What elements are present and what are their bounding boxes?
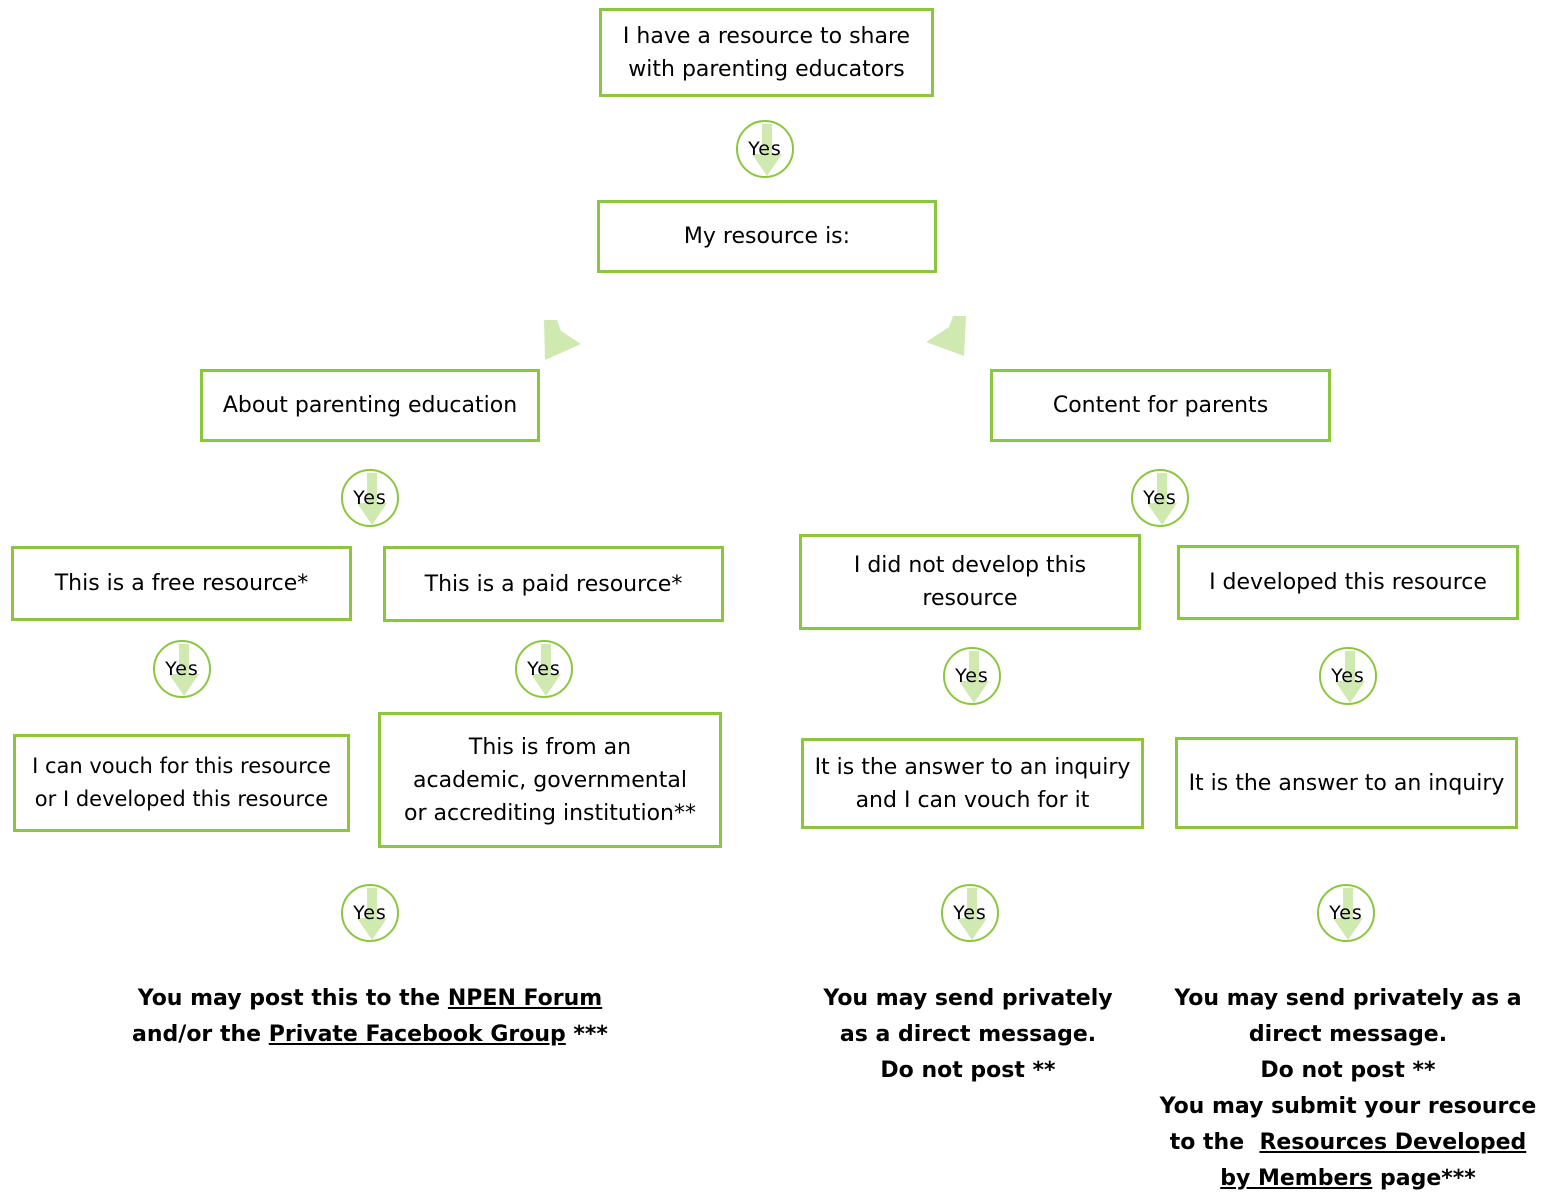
yes-connector-paid: Yes xyxy=(515,640,573,698)
box-did-not-develop-line-1: I did not develop this xyxy=(853,553,1087,578)
yes-connector-root: Yes xyxy=(736,120,794,178)
arrow-down-icon xyxy=(1147,473,1177,525)
by-members-link[interactable]: by Members xyxy=(1220,1166,1373,1191)
yes-connector-did-not-develop: Yes xyxy=(943,647,1001,705)
arrow-down-icon xyxy=(1333,888,1363,940)
yes-label: Yes xyxy=(1143,487,1177,509)
box-academic-institution: This is from an academic, governmental o… xyxy=(378,712,722,848)
outcome-private-line-1: You may send privately xyxy=(823,986,1113,1011)
outcome-post-line-1: You may post this to the NPEN Forum xyxy=(70,981,670,1017)
box-my-resource-is-label: My resource is: xyxy=(683,224,851,249)
box-vouch-line-2: or I developed this resource xyxy=(34,787,329,811)
npen-forum-link[interactable]: NPEN Forum xyxy=(447,986,603,1011)
box-content-for-parents: Content for parents xyxy=(990,369,1331,442)
yes-label: Yes xyxy=(527,658,561,680)
arrow-down-right-icon xyxy=(926,316,966,356)
outcome-submit-line-2: direct message. xyxy=(1248,1022,1448,1047)
box-vouch-line-1: I can vouch for this resource xyxy=(32,754,331,778)
box-root: I have a resource to share with parentin… xyxy=(599,8,934,97)
arrow-down-icon xyxy=(957,888,987,940)
outcome-post-text-3: *** xyxy=(565,1022,608,1047)
yes-label: Yes xyxy=(165,658,199,680)
arrow-down-icon xyxy=(357,473,387,525)
outcome-submit-line-4: You may submit your resource xyxy=(1159,1094,1537,1119)
outcome-submit: You may send privately as a direct messa… xyxy=(1150,981,1545,1197)
yes-connector-right-outcome: Yes xyxy=(1317,884,1375,942)
outcome-submit-line-1: You may send privately as a xyxy=(1174,986,1522,1011)
box-inquiry: It is the answer to an inquiry xyxy=(1175,737,1518,829)
outcome-private: You may send privately as a direct messa… xyxy=(795,981,1141,1089)
box-developed-resource: I developed this resource xyxy=(1177,545,1519,620)
yes-label: Yes xyxy=(953,902,987,924)
arrow-down-icon xyxy=(752,124,782,176)
yes-label: Yes xyxy=(1331,665,1365,687)
outcome-submit-line-6: by Members page*** xyxy=(1150,1161,1545,1197)
yes-connector-free: Yes xyxy=(153,640,211,698)
box-free-resource-label: This is a free resource* xyxy=(54,571,309,596)
yes-label: Yes xyxy=(353,487,387,509)
arrow-down-icon xyxy=(959,651,989,703)
box-developed-resource-label: I developed this resource xyxy=(1209,570,1487,595)
box-did-not-develop-line-2: resource xyxy=(922,586,1018,611)
yes-label: Yes xyxy=(748,138,782,160)
yes-connector-middle-outcome: Yes xyxy=(941,884,999,942)
box-inquiry-vouch: It is the answer to an inquiry and I can… xyxy=(801,738,1144,829)
box-my-resource-is: My resource is: xyxy=(597,200,937,273)
outcome-submit-line-3: Do not post ** xyxy=(1260,1058,1436,1083)
box-about-parenting-education-label: About parenting education xyxy=(222,393,518,418)
box-paid-resource: This is a paid resource* xyxy=(383,546,724,622)
yes-connector-developed: Yes xyxy=(1319,647,1377,705)
yes-label: Yes xyxy=(1329,902,1363,924)
box-inquiry-label: It is the answer to an inquiry xyxy=(1188,770,1505,796)
yes-label: Yes xyxy=(955,665,989,687)
box-about-parenting-education: About parenting education xyxy=(200,369,540,442)
box-root-line-2: with parenting educators xyxy=(628,56,905,82)
yes-connector-content-parents: Yes xyxy=(1131,469,1189,527)
outcome-submit-text-5: to the xyxy=(1169,1130,1260,1155)
arrow-down-icon xyxy=(169,644,199,696)
outcome-submit-line-5: to the Resources Developed xyxy=(1150,1125,1545,1161)
box-content-for-parents-label: Content for parents xyxy=(1052,393,1269,418)
arrow-down-icon xyxy=(1335,651,1365,703)
yes-connector-about-education: Yes xyxy=(341,469,399,527)
outcome-post: You may post this to the NPEN Forum and/… xyxy=(70,981,670,1053)
box-paid-resource-label: This is a paid resource* xyxy=(424,571,683,597)
outcome-post-line-2: and/or the Private Facebook Group *** xyxy=(70,1017,670,1053)
outcome-private-line-2: as a direct message. xyxy=(839,1022,1097,1047)
outcome-private-line-3: Do not post ** xyxy=(880,1058,1056,1083)
box-did-not-develop: I did not develop this resource xyxy=(799,534,1141,630)
arrow-down-left-icon xyxy=(544,320,581,360)
outcome-post-text-1: You may post this to the xyxy=(137,986,448,1011)
box-root-line-1: I have a resource to share xyxy=(622,23,911,49)
box-free-resource: This is a free resource* xyxy=(11,546,352,621)
arrow-down-icon xyxy=(531,644,561,696)
box-academic-line-2: academic, governmental xyxy=(413,767,687,793)
yes-label: Yes xyxy=(353,902,387,924)
box-inquiry-vouch-line-1: It is the answer to an inquiry xyxy=(814,754,1131,780)
box-vouch: I can vouch for this resource or I devel… xyxy=(13,734,350,832)
box-academic-line-1: This is from an xyxy=(468,734,632,760)
yes-connector-left-outcome: Yes xyxy=(341,884,399,942)
resources-developed-link[interactable]: Resources Developed xyxy=(1259,1130,1527,1155)
outcome-post-text-2: and/or the xyxy=(132,1022,269,1047)
box-academic-line-3: or accrediting institution** xyxy=(404,800,696,826)
outcome-submit-text-6: page*** xyxy=(1372,1166,1476,1191)
arrow-down-icon xyxy=(357,888,387,940)
box-inquiry-vouch-line-2: and I can vouch for it xyxy=(855,787,1090,813)
private-facebook-group-link[interactable]: Private Facebook Group xyxy=(268,1022,566,1047)
